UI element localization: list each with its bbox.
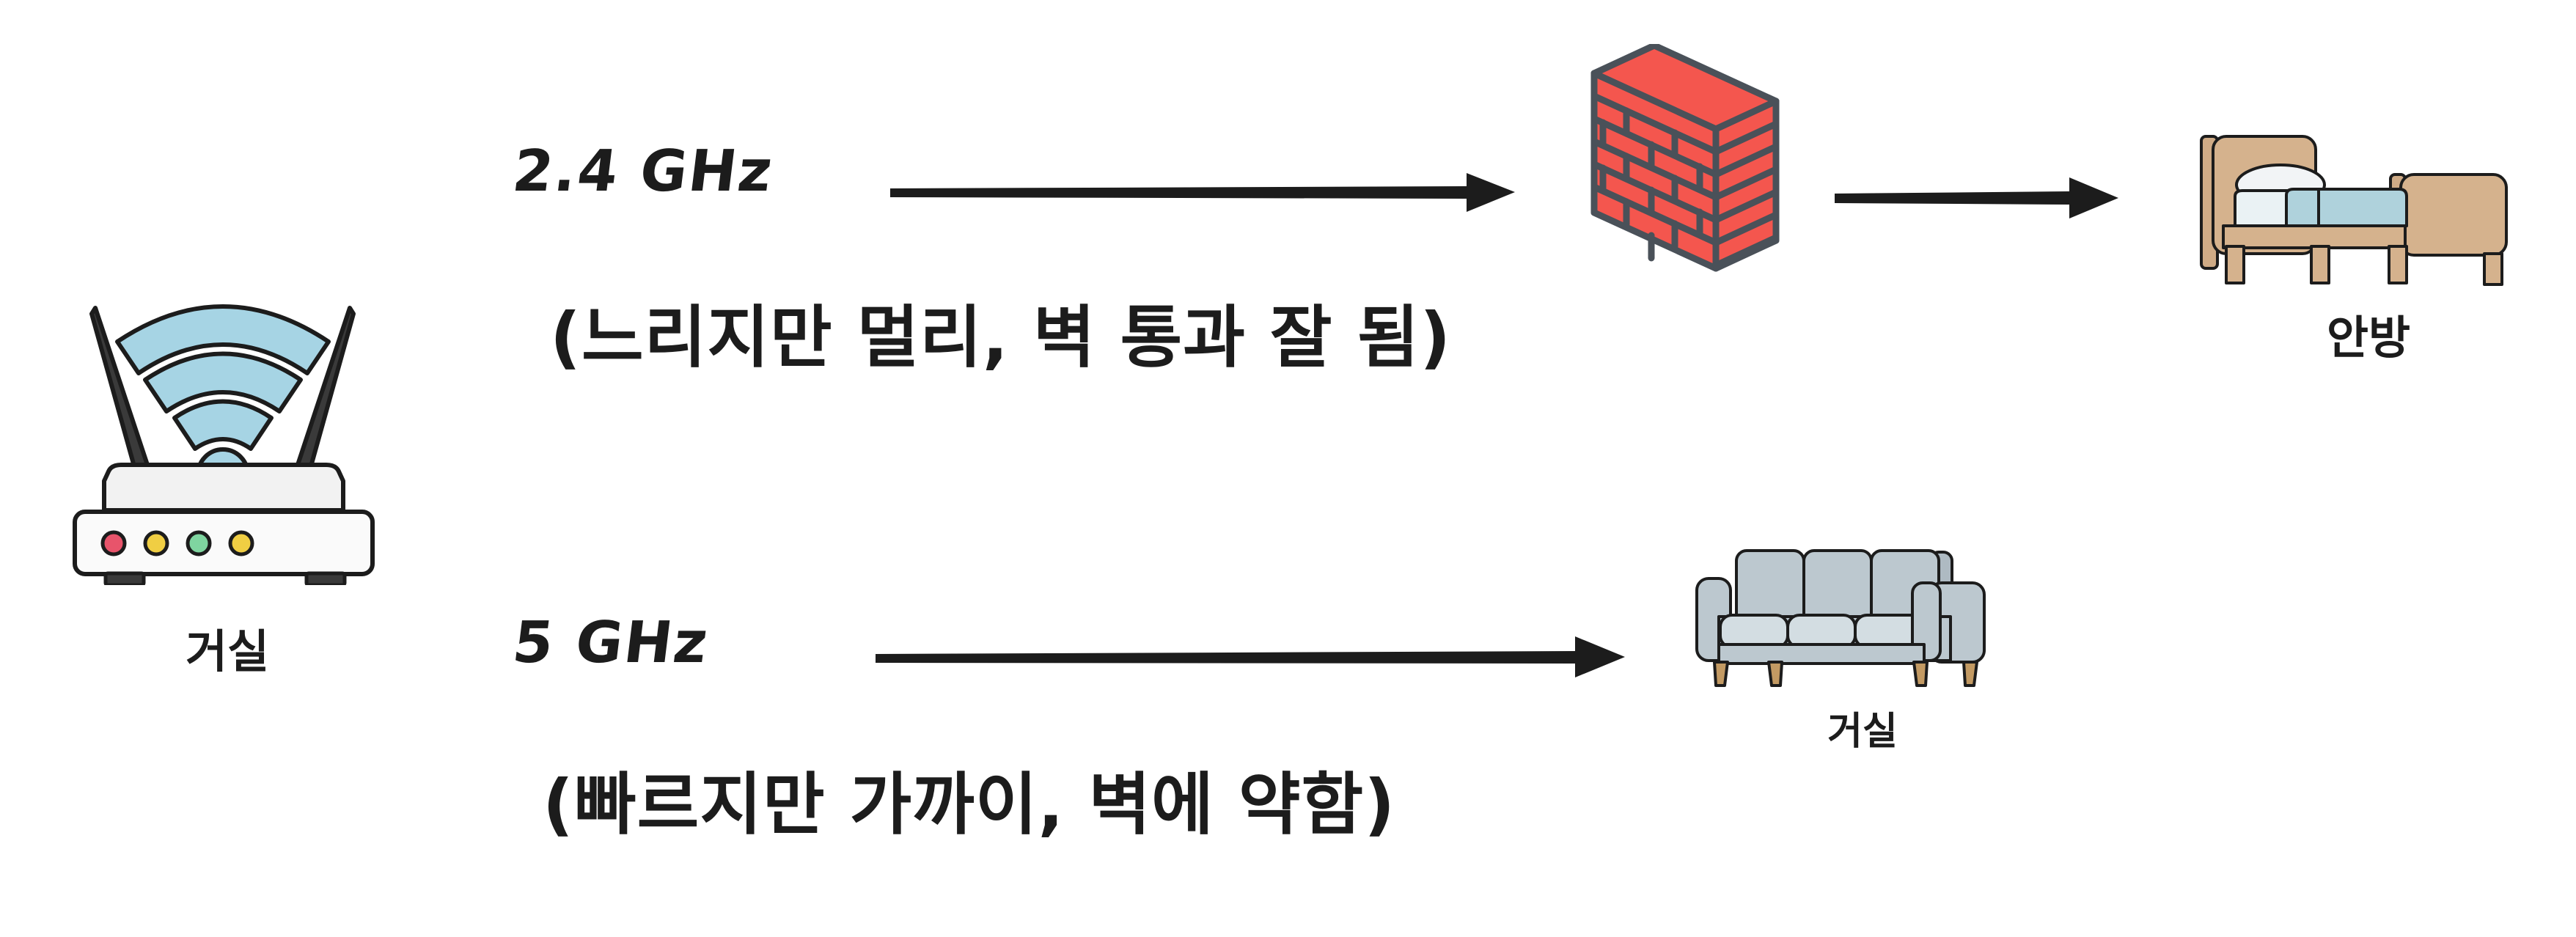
note-5ghz: (빠르지만 가까이, 벽에 약함) bbox=[543, 765, 1396, 844]
brick-wall-icon bbox=[1584, 44, 1782, 301]
band-label-24ghz: 2.4 GHz bbox=[509, 139, 777, 205]
band-label-5ghz: 5 GHz bbox=[509, 610, 713, 676]
arrow-5ghz-to-sofa bbox=[873, 632, 1628, 683]
arrow-wall-to-bed bbox=[1832, 173, 2121, 224]
sofa-icon bbox=[1694, 546, 1987, 693]
arrow-24ghz-to-wall bbox=[887, 167, 1518, 218]
note-24ghz: (느리지만 멀리, 벽 통과 잘 됨) bbox=[550, 298, 1452, 377]
wifi-router-icon bbox=[51, 292, 396, 585]
destination-room-label-living: 거실 bbox=[1827, 710, 1898, 754]
bed-icon bbox=[2192, 132, 2515, 290]
source-room-label: 거실 bbox=[185, 625, 270, 678]
destination-room-label-bedroom: 안방 bbox=[2326, 311, 2411, 364]
